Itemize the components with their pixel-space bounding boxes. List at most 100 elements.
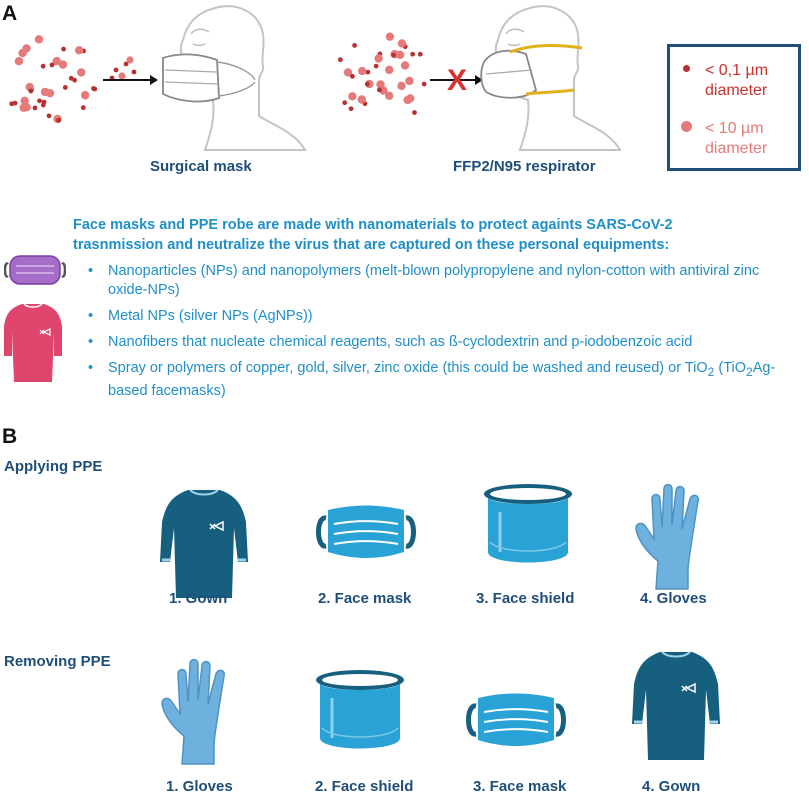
large-particle [77, 68, 86, 77]
large-particle [374, 54, 383, 63]
large-particle [22, 44, 31, 53]
face-shield-icon [480, 482, 576, 572]
small-particle [28, 88, 34, 94]
particle [123, 61, 129, 67]
list-item: • Nanoparticles (NPs) and nanopolymers (m… [82, 262, 802, 300]
removing-label-gloves: 1. Gloves [166, 778, 233, 795]
nanomaterials-intro: Face masks and PPE robe are made with na… [73, 215, 803, 255]
arrow-icon [103, 75, 158, 85]
bullet-text: Nanofibers that nucleate chemical reagen… [108, 334, 693, 350]
small-particle [32, 105, 38, 111]
small-particle [377, 87, 382, 93]
particle [131, 69, 137, 75]
small-particle [410, 51, 416, 57]
removing-label-gown: 4. Gown [642, 778, 701, 795]
bullet-icon: • [88, 263, 94, 279]
small-particle [364, 81, 370, 87]
small-particle [46, 113, 52, 119]
small-particle [337, 57, 343, 63]
large-particle [80, 91, 90, 100]
removing-ppe-title: Removing PPE [4, 653, 111, 670]
legend-item-small: < 0,1 µm diameter [683, 61, 768, 101]
small-particle [91, 86, 96, 91]
particle-cloud-left [9, 35, 98, 124]
legend-small-line1: < 0,1 µm [705, 62, 769, 79]
respirator-label: FFP2/N95 respirator [453, 158, 596, 175]
purple-mask-icon [4, 255, 66, 285]
small-particle [348, 106, 354, 112]
nanomaterials-list: • Nanoparticles (NPs) and nanopolymers (m… [82, 262, 802, 408]
particle [118, 72, 126, 80]
small-particle [350, 73, 355, 79]
large-particle [22, 102, 31, 112]
small-particle [72, 77, 78, 83]
particle-cloud-right [337, 32, 427, 115]
panel-b-letter: B [2, 425, 18, 448]
bullet-text-b: (TiO [714, 360, 747, 376]
small-particle [37, 98, 42, 104]
face-shield-icon [312, 668, 408, 758]
glove-icon [634, 483, 710, 591]
applying-label-face-mask: 2. Face mask [318, 590, 412, 607]
small-particle [421, 81, 427, 87]
head-respirator-icon [480, 5, 622, 151]
applying-label-face-shield: 3. Face shield [476, 590, 575, 607]
glove-icon [160, 658, 236, 766]
small-particle [80, 105, 86, 111]
pink-gown-icon [4, 303, 62, 382]
bullet-icon: • [88, 308, 94, 324]
large-particle [379, 86, 388, 95]
large-particle [397, 39, 407, 48]
removing-label-face-shield: 2. Face shield [315, 778, 414, 795]
arrow-icon [430, 75, 483, 85]
bullet-text-a: Spray or polymers of copper, gold, silve… [108, 360, 708, 376]
bullet-text: Nanoparticles (NPs) and nanopolymers (me… [108, 263, 760, 298]
small-particle [352, 43, 357, 48]
small-particle [417, 51, 423, 57]
small-particle [40, 63, 46, 69]
large-particle [14, 57, 24, 66]
gown-icon [158, 488, 250, 600]
small-particle [41, 99, 47, 105]
panel-a-letter: A [2, 2, 18, 25]
large-particle [403, 95, 412, 105]
mask-filtration-illustration: X [9, 5, 622, 151]
large-particle [40, 87, 50, 97]
applying-label-gown: 1. Gown [169, 590, 228, 607]
bullet-text-c: Ag-based facemasks) [108, 360, 776, 399]
surgical-mask-label: Surgical mask [150, 158, 252, 175]
large-particle [385, 65, 394, 75]
list-item: •Nanofibers that nucleate chemical reage… [82, 333, 802, 352]
large-particle [357, 66, 367, 76]
small-particle [56, 117, 61, 123]
small-particle [61, 46, 66, 52]
small-particle [49, 62, 55, 68]
large-particle [357, 95, 366, 104]
large-particle-dot-icon [681, 121, 692, 132]
large-particle [343, 68, 353, 77]
large-particle [52, 56, 61, 66]
particle [113, 67, 119, 73]
face-mask-icon [316, 500, 416, 564]
large-particle [34, 35, 44, 44]
particle [126, 56, 134, 64]
small-particle-dot-icon [683, 65, 690, 72]
small-particle [342, 100, 348, 106]
large-particle [20, 96, 29, 105]
subscript: 2 [746, 364, 753, 379]
large-particle [405, 76, 414, 86]
legend-small-line2: diameter [705, 82, 768, 99]
intro-line-1: Face masks and PPE robe are made with na… [73, 217, 673, 233]
small-particle [373, 63, 379, 69]
large-particle [74, 46, 84, 55]
large-particle [348, 92, 357, 101]
large-particle [385, 32, 395, 41]
small-particle [412, 110, 417, 115]
intro-line-2: trasnmission and neutralize the virus th… [73, 237, 670, 253]
small-particle [391, 52, 396, 58]
gown-icon [630, 650, 722, 762]
legend-large-line1: < 10 µm [705, 120, 764, 137]
subscript: 2 [707, 364, 715, 379]
face-mask-icon [466, 688, 566, 752]
small-particle [12, 100, 18, 106]
